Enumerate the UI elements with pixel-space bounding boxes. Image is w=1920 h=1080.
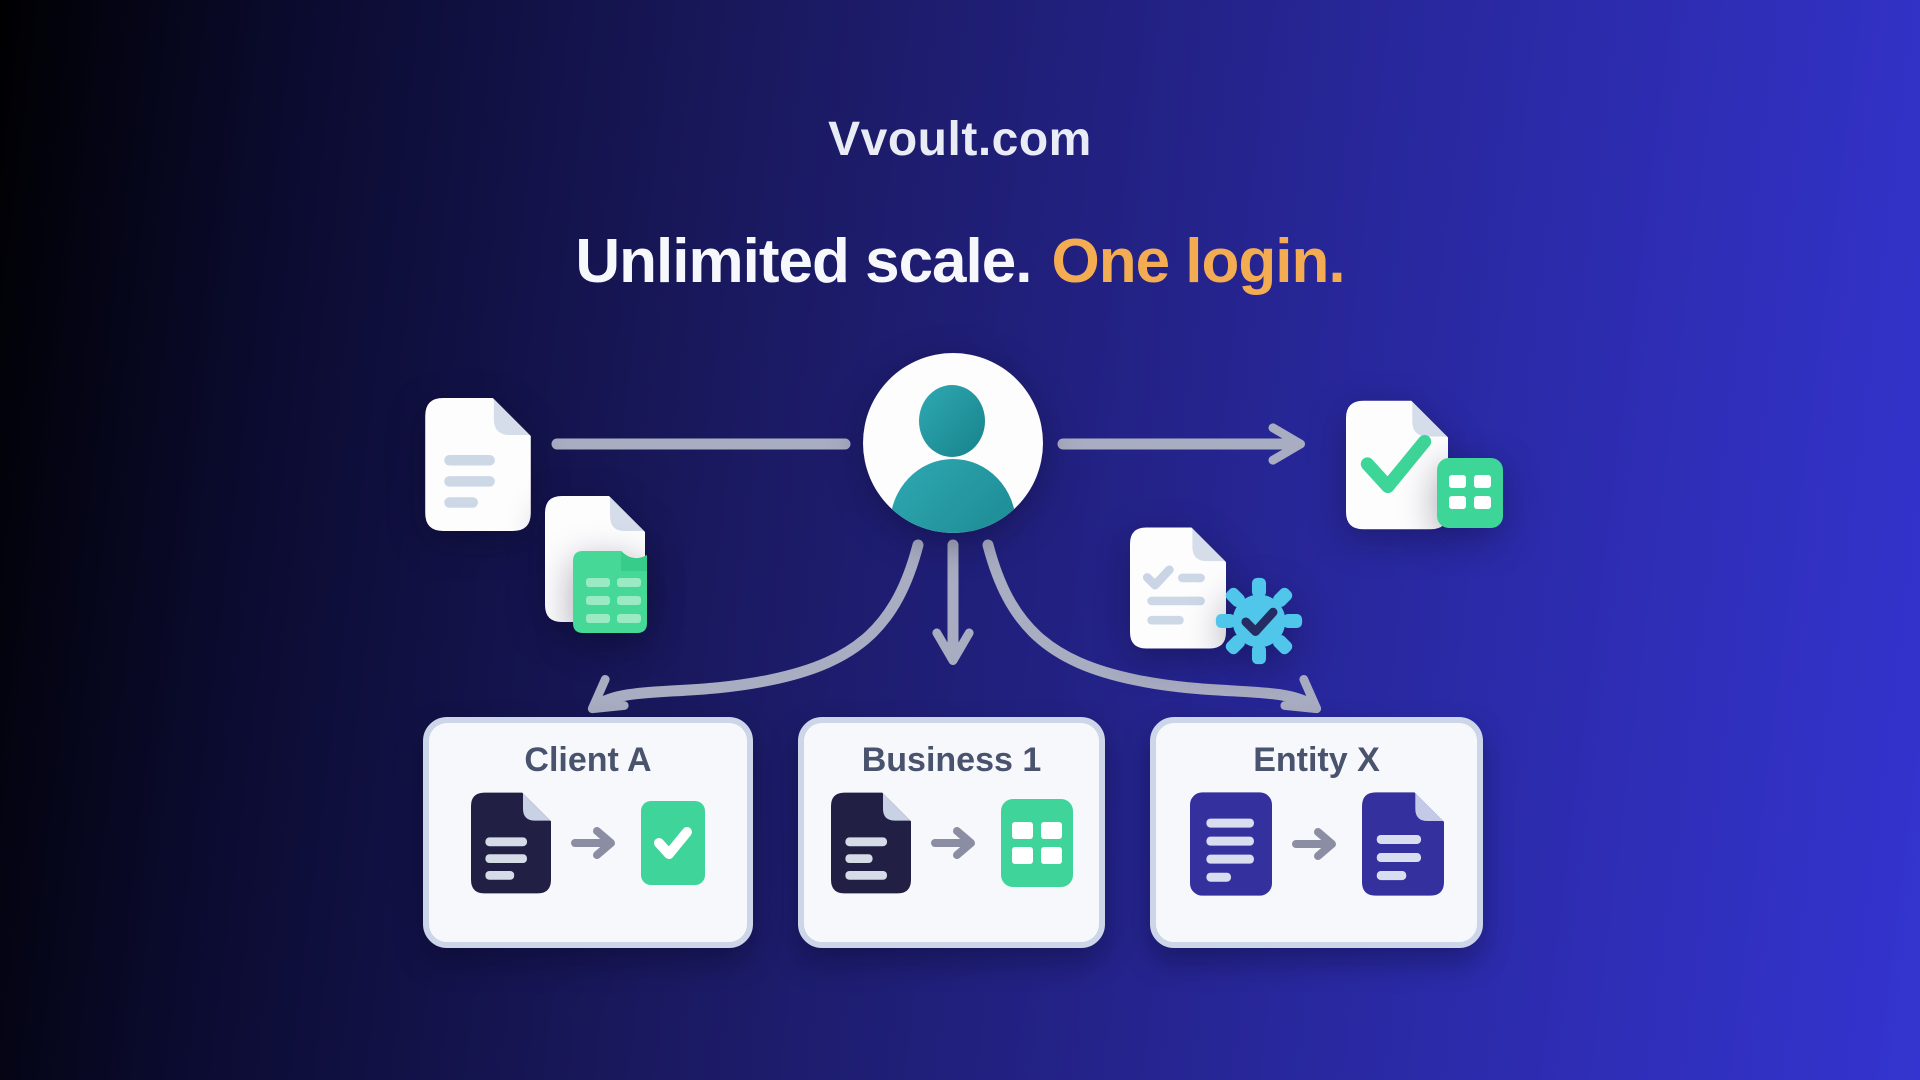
card-title: Entity X <box>1253 741 1380 779</box>
approved-document-icon <box>1346 398 1506 533</box>
document-icon <box>471 792 551 894</box>
document-gear-icon <box>1130 525 1305 670</box>
arrow-icon <box>930 827 975 859</box>
document-icon <box>830 792 911 894</box>
check-square-icon <box>641 801 705 885</box>
document-icon <box>1361 792 1444 896</box>
arrow-user-to-client <box>587 539 924 714</box>
card-entity-x: Entity X <box>1150 717 1483 948</box>
check-document-icon <box>1346 400 1448 530</box>
card-content <box>830 792 1073 894</box>
spreadsheet-icon <box>573 551 647 633</box>
site-title: Vvoult.com <box>828 113 1092 166</box>
card-client-a: Client A <box>423 717 753 948</box>
document-icon <box>425 398 531 531</box>
card-title: Client A <box>524 741 652 779</box>
document-icon <box>1189 792 1272 896</box>
document-spreadsheet-icon <box>545 495 660 635</box>
arrow-icon <box>571 827 615 859</box>
card-content <box>471 792 705 894</box>
document-icon <box>1130 527 1226 649</box>
spreadsheet-grid-icon <box>1000 799 1073 887</box>
card-title: Business 1 <box>861 741 1042 779</box>
headline-main: Unlimited scale. <box>575 227 1032 296</box>
card-business-1: Business 1 <box>798 717 1105 948</box>
gear-check-icon <box>1215 577 1303 665</box>
headline-accent: One login. <box>1051 227 1345 296</box>
arrow-icon <box>1291 828 1336 860</box>
card-content <box>1189 792 1444 896</box>
headline: Unlimited scale. One login. <box>0 226 1920 297</box>
spreadsheet-grid-icon <box>1437 458 1503 528</box>
user-avatar-icon <box>863 353 1043 533</box>
arrow-user-to-entity <box>982 539 1322 714</box>
